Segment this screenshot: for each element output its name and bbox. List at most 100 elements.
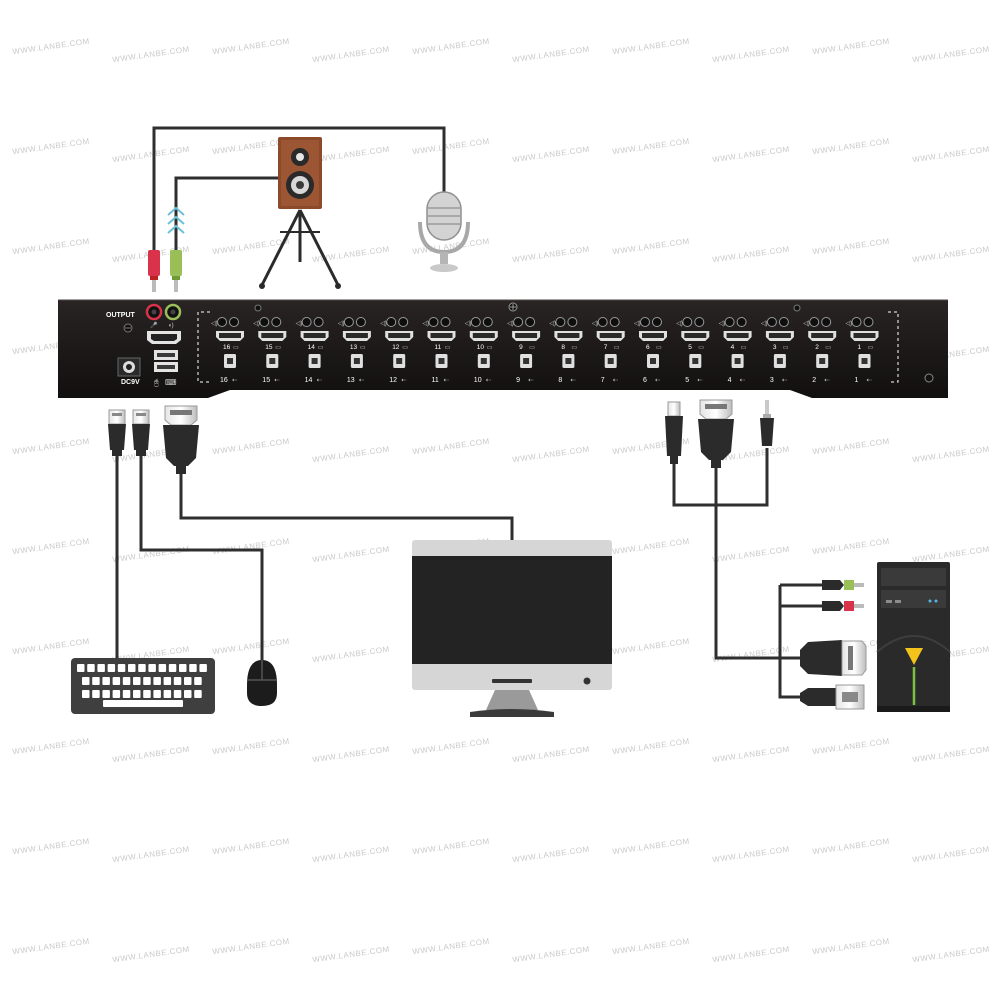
- hdmi-port-number: 15: [265, 344, 273, 351]
- mic-jack-port[interactable]: [229, 317, 239, 327]
- usb-port-number: 11: [432, 377, 439, 384]
- usb-b-port-slot: [734, 358, 741, 364]
- audio-jack-icon: ◁): [253, 321, 260, 327]
- audio-jack-port[interactable]: [555, 317, 566, 327]
- port-columns: ◁)16▭16⇠◁)15▭15⇠◁)14▭14⇠◁)13▭13⇠◁)12▭12⇠…: [211, 317, 879, 384]
- usb-icon: ⇠: [613, 377, 619, 384]
- hdmi-port-number: 16: [223, 344, 231, 351]
- usb-port-number: 3: [770, 377, 774, 384]
- keyboard-key: [179, 664, 187, 672]
- audio-jack-port[interactable]: [513, 317, 524, 327]
- audio-jack-port[interactable]: [343, 317, 354, 327]
- port-column-16: ◁)16▭16⇠: [211, 317, 244, 384]
- usb-icon: ⇠: [570, 377, 576, 384]
- mic-jack-port[interactable]: [313, 317, 324, 327]
- mic-jack-port[interactable]: [482, 317, 493, 327]
- mic-jack-port[interactable]: [778, 317, 789, 327]
- keyboard-key: [82, 677, 90, 685]
- keyboard-port-icon: ⌨: [165, 378, 177, 387]
- audio-jack-port[interactable]: [640, 317, 650, 327]
- hdmi-port-number: 14: [308, 344, 316, 351]
- keyboard-key: [153, 677, 161, 685]
- audio-jack-port[interactable]: [386, 317, 397, 327]
- hdmi-output-port[interactable]: [147, 331, 181, 344]
- keyboard-key: [189, 664, 197, 672]
- usb-b-port-slot: [480, 358, 487, 364]
- audio-jack-port[interactable]: [809, 317, 820, 327]
- mic-jack-port[interactable]: [355, 317, 366, 327]
- mic-jack-port[interactable]: [525, 317, 536, 327]
- mic-jack-port[interactable]: [271, 317, 282, 327]
- usb-a-port-1[interactable]: [154, 350, 178, 360]
- pc-cables: [672, 448, 822, 699]
- audio-jack-port[interactable]: [217, 317, 227, 327]
- mic-jack-port[interactable]: [863, 317, 874, 327]
- hdmi-port-number: 2: [815, 344, 819, 351]
- audio-jack-port[interactable]: [682, 317, 693, 327]
- audio-jack-icon: ◁): [803, 321, 810, 327]
- keyboard-key: [102, 677, 110, 685]
- hdmi-port-slot: [261, 333, 284, 338]
- usb-icon: ⇠: [486, 377, 492, 384]
- pc-usb-b-plug: [665, 401, 683, 464]
- audio-out-port[interactable]: [164, 303, 182, 321]
- audio-jack-port[interactable]: [301, 317, 312, 327]
- keyboard-key: [133, 677, 141, 685]
- audio-jack-icon: ◁): [719, 321, 726, 327]
- port-column-3: ◁)3▭3⇠: [761, 317, 794, 384]
- monitor-mini-icon: ▭: [783, 345, 789, 351]
- audio-jack-port[interactable]: [259, 317, 270, 327]
- monitor-mini-icon: ▭: [402, 345, 408, 351]
- mic-jack-port[interactable]: [609, 317, 620, 327]
- usb-port-number: 5: [685, 377, 689, 384]
- usb-port-number: 7: [601, 377, 605, 384]
- audio-jack-icon: ◁): [423, 321, 430, 327]
- keyboard-key: [194, 677, 202, 685]
- usb-b-port-slot: [396, 358, 403, 364]
- usb-a-port-2[interactable]: [154, 362, 178, 372]
- usb-b-port-slot: [311, 358, 318, 364]
- mic-jack-port[interactable]: [652, 317, 662, 327]
- hdmi-port-number: 7: [604, 344, 608, 351]
- hdmi-port-number: 9: [519, 344, 523, 351]
- monitor-mini-icon: ▭: [868, 345, 874, 351]
- audio-jack-port[interactable]: [597, 317, 608, 327]
- audio-jack-port[interactable]: [766, 317, 777, 327]
- monitor-mini-icon: ▭: [529, 345, 535, 351]
- audio-jack-icon: ◁): [380, 321, 387, 327]
- mic-jack-port[interactable]: [821, 317, 832, 327]
- port-column-10: ◁)10▭10⇠: [465, 317, 498, 384]
- speaker-icon: [259, 137, 341, 289]
- keyboard-key: [148, 664, 156, 672]
- mic-jack-port[interactable]: [567, 317, 578, 327]
- monitor-mini-icon: ▭: [656, 345, 662, 351]
- usb-b-port-slot: [269, 358, 276, 364]
- mic-jack-port[interactable]: [440, 317, 451, 327]
- usb-icon: ⇠: [824, 377, 830, 384]
- dc-power-port[interactable]: [117, 357, 141, 377]
- usb-b-port-slot: [692, 358, 699, 364]
- keyboard-key: [107, 664, 116, 672]
- mic-icon: 🎤: [150, 321, 158, 329]
- mic-jack-port[interactable]: [398, 317, 409, 327]
- mic-jack-port[interactable]: [694, 317, 705, 327]
- usb-port-number: 6: [643, 377, 647, 384]
- usb-port-number: 10: [474, 377, 482, 384]
- port-column-14: ◁)14▭14⇠: [296, 317, 329, 384]
- audio-jack-icon: ◁): [676, 321, 683, 327]
- keyboard-key: [158, 664, 167, 672]
- mic-jack-port[interactable]: [736, 317, 747, 327]
- usb-b-port-slot: [776, 358, 783, 364]
- monitor-mini-icon: ▭: [487, 345, 493, 351]
- audio-jack-port[interactable]: [470, 317, 481, 327]
- hdmi-port-number: 13: [350, 344, 358, 351]
- audio-jack-port[interactable]: [428, 317, 439, 327]
- mic-port[interactable]: [145, 303, 163, 321]
- microphone-icon: [418, 191, 470, 272]
- keyboard-key: [133, 690, 141, 698]
- usb-b-port-slot: [227, 358, 233, 364]
- audio-jack-port[interactable]: [851, 317, 862, 327]
- signal-icon: [167, 206, 185, 234]
- audio-jack-port[interactable]: [724, 317, 735, 327]
